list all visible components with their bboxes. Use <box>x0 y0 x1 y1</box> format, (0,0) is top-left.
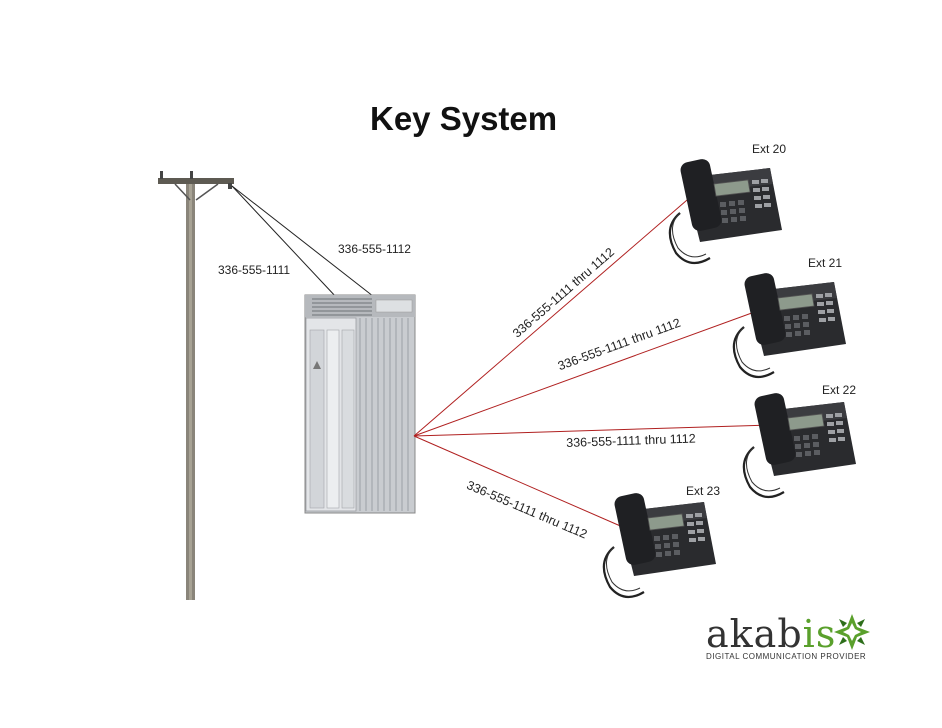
utility-pole <box>158 171 234 600</box>
line-to-ext-21 <box>413 309 761 437</box>
akabis-logo: akabis DIGITAL COMMUNICATION PROVIDER <box>706 612 866 661</box>
logo-tagline: DIGITAL COMMUNICATION PROVIDER <box>706 652 867 661</box>
logo-word-accent: is <box>802 612 837 656</box>
logo-wordmark: akabis <box>706 612 866 656</box>
ext-21-label: Ext 21 <box>808 256 843 270</box>
trunk-line-2-label: 336-555-1112 <box>338 242 411 256</box>
page-title: Key System <box>370 100 558 137</box>
phone-ext-21 <box>732 270 848 379</box>
line-to-ext-22 <box>413 424 771 437</box>
line-to-ext-23 <box>413 435 626 529</box>
logo-word-main: akab <box>706 612 803 656</box>
key-system-cabinet <box>304 294 416 514</box>
trunk-wire-2 <box>231 185 379 301</box>
ext-20-label: Ext 20 <box>752 142 787 156</box>
phone-ext-22 <box>742 390 858 499</box>
ext-23-label: Ext 23 <box>686 484 721 498</box>
line-to-ext-20 <box>413 193 695 437</box>
phone-ext-20 <box>668 156 784 265</box>
phone-ext-23 <box>602 490 718 599</box>
trunk-wire-1 <box>231 185 338 299</box>
logo-star-icon <box>834 614 870 650</box>
extension-lines <box>413 193 771 529</box>
ext-22-label: Ext 22 <box>822 383 857 397</box>
trunk-line-1-label: 336-555-1111 <box>218 263 291 277</box>
